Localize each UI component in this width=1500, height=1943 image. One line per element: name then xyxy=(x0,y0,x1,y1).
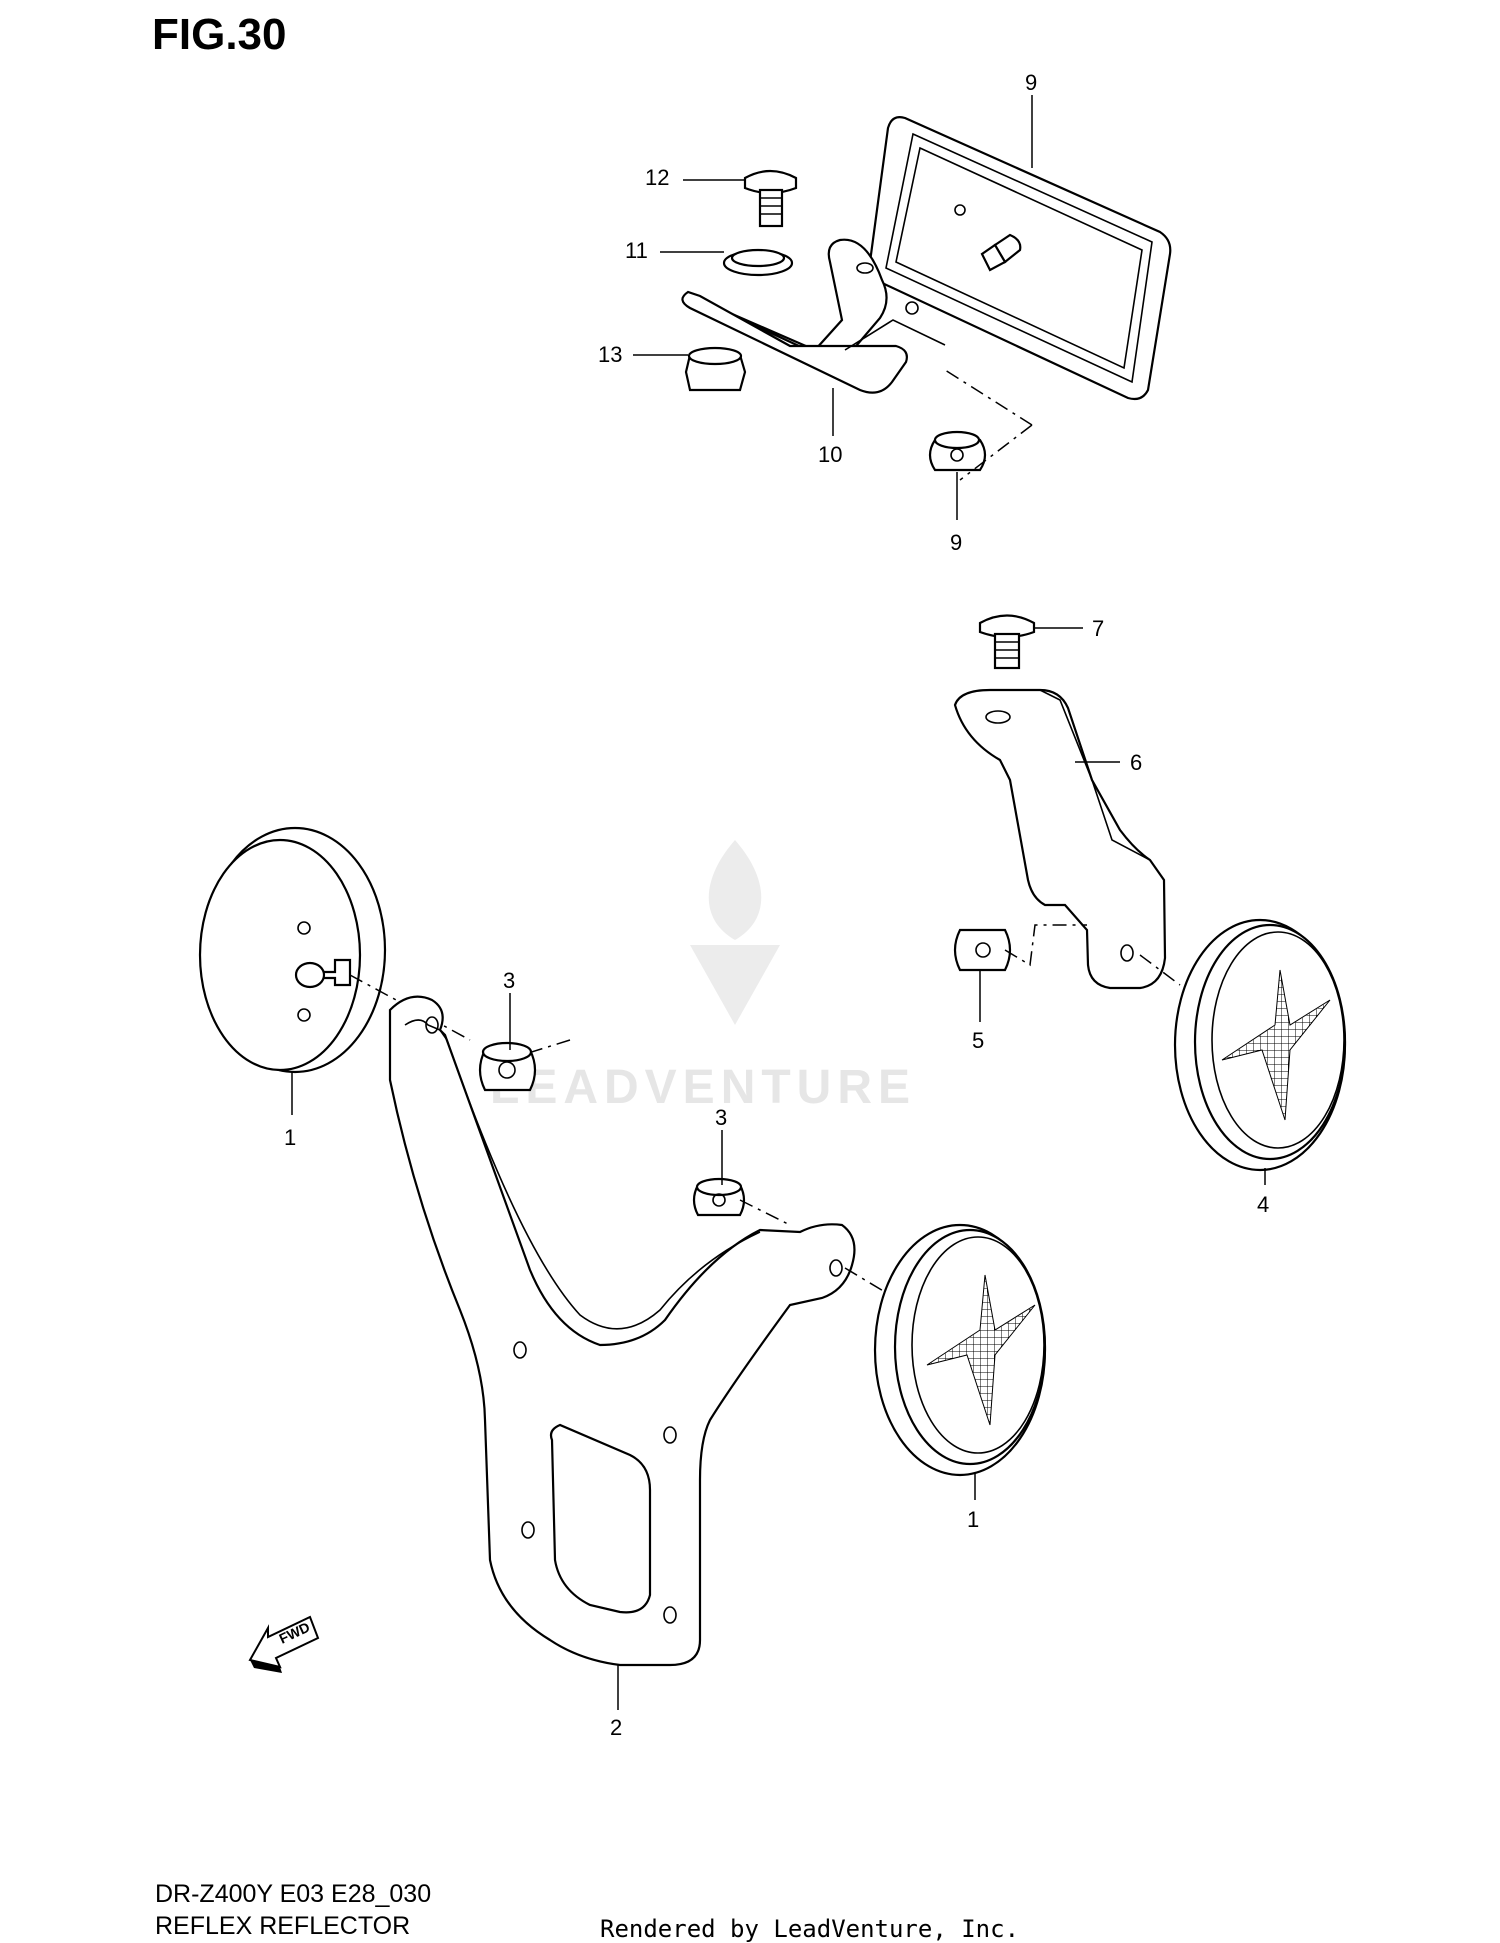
part-3-nut-lower xyxy=(692,1177,746,1217)
figure-title: FIG.30 xyxy=(152,10,287,59)
part-3-nut-upper xyxy=(478,1041,537,1092)
callout-3-lower: 3 xyxy=(715,1105,727,1130)
part-2-bracket xyxy=(388,995,856,1667)
callout-12: 12 xyxy=(645,165,669,190)
diagram-subtitle: REFLEX REFLECTOR xyxy=(155,1912,411,1940)
watermark-logo xyxy=(690,840,780,1025)
part-13-nut xyxy=(684,346,747,392)
callout-10: 10 xyxy=(818,442,842,467)
part-1-reflector-left xyxy=(198,826,387,1074)
render-credit: Rendered by LeadVenture, Inc. xyxy=(600,1915,1020,1943)
callout-2: 2 xyxy=(610,1715,622,1740)
part-7-screw xyxy=(978,614,1036,670)
callout-11: 11 xyxy=(625,238,648,263)
model-code: DR-Z400Y E03 E28_030 xyxy=(155,1880,432,1908)
fwd-arrow-icon: FWD xyxy=(248,1615,320,1673)
callout-6: 6 xyxy=(1130,750,1142,775)
callout-7: 7 xyxy=(1092,616,1104,641)
part-5-nut xyxy=(953,928,1012,972)
part-11-washer xyxy=(722,248,794,277)
part-4-reflector xyxy=(1173,918,1347,1172)
part-1-reflector-right xyxy=(873,1223,1047,1477)
callout-1-left: 1 xyxy=(284,1125,296,1150)
part-6-bracket xyxy=(953,688,1167,990)
callout-13: 13 xyxy=(598,342,622,367)
watermark-text: LEADVENTURE xyxy=(490,1061,917,1114)
part-12-screw xyxy=(743,169,798,228)
part-10-bracket xyxy=(681,238,946,394)
callout-3-upper: 3 xyxy=(503,968,515,993)
callout-4: 4 xyxy=(1257,1192,1269,1217)
callout-5: 5 xyxy=(972,1028,984,1053)
callout-8: 9 xyxy=(1025,70,1037,95)
part-8-rear-reflector xyxy=(868,116,1172,401)
part-9-nut xyxy=(928,430,987,472)
callout-1-right: 1 xyxy=(967,1507,979,1532)
callout-9: 9 xyxy=(950,530,962,555)
